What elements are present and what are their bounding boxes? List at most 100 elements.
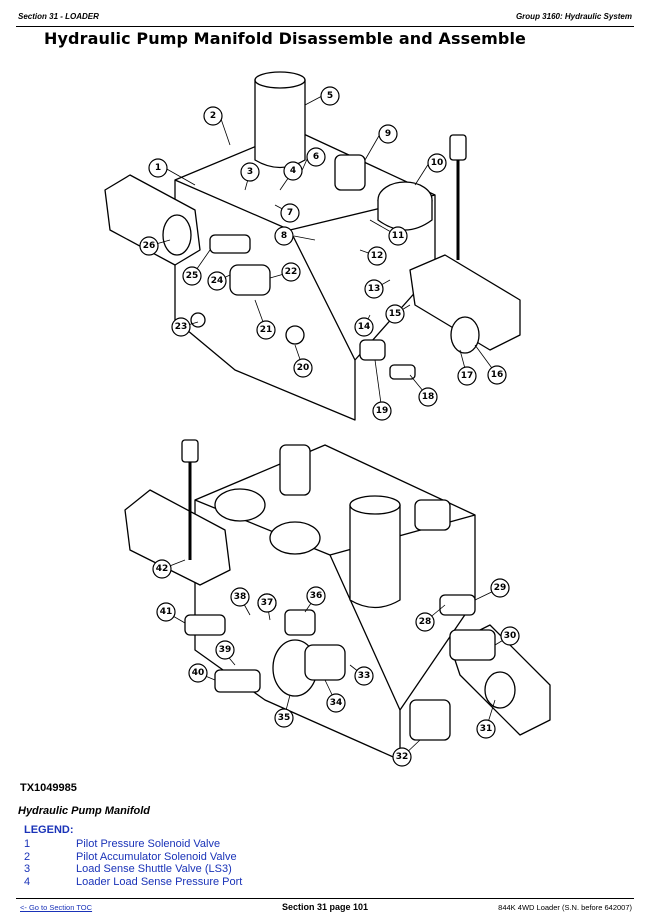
svg-text:7: 7 bbox=[287, 208, 293, 218]
svg-text:6: 6 bbox=[313, 152, 319, 162]
svg-text:20: 20 bbox=[297, 363, 310, 373]
solenoid-end bbox=[162, 214, 192, 256]
callout-11: 11 bbox=[388, 226, 408, 246]
cylinder-bottom-cap bbox=[349, 495, 401, 515]
cap-bottom-2 bbox=[269, 521, 321, 555]
legend-text: Pilot Accumulator Solenoid Valve bbox=[76, 850, 237, 863]
svg-text:32: 32 bbox=[396, 752, 409, 762]
fitting-25 bbox=[209, 234, 251, 254]
figure-caption: Hydraulic Pump Manifold bbox=[18, 805, 151, 817]
page-title: Hydraulic Pump Manifold Disassemble and … bbox=[44, 29, 527, 48]
svg-text:9: 9 bbox=[385, 129, 391, 139]
callout-23: 23 bbox=[171, 317, 191, 337]
svg-text:34: 34 bbox=[330, 698, 343, 708]
callout-18: 18 bbox=[418, 387, 438, 407]
fitting-34 bbox=[304, 644, 346, 681]
callout-30: 30 bbox=[500, 626, 520, 646]
svg-text:42: 42 bbox=[156, 564, 169, 574]
svg-text:25: 25 bbox=[186, 271, 199, 281]
callout-42: 42 bbox=[152, 559, 172, 579]
legend-number: 3 bbox=[24, 863, 31, 875]
group-label: Group 3160: Hydraulic System bbox=[515, 12, 632, 21]
legend-number: 4 bbox=[24, 875, 31, 888]
cylinder-bottom bbox=[349, 504, 401, 609]
page-header: Section 31 - LOADER Group 3160: Hydrauli… bbox=[16, 8, 634, 27]
callout-10: 10 bbox=[427, 153, 447, 173]
fitting-9 bbox=[334, 154, 366, 191]
svg-text:14: 14 bbox=[358, 322, 371, 332]
solenoid-right-top bbox=[409, 254, 521, 351]
callout-37-visible: 37 bbox=[257, 593, 277, 613]
callout-40: 40 bbox=[188, 663, 208, 683]
svg-text:35: 35 bbox=[278, 713, 291, 723]
svg-text:16: 16 bbox=[491, 370, 504, 380]
callout-41: 41 bbox=[156, 602, 176, 622]
callout-28: 28 bbox=[415, 612, 435, 632]
legend-number: 2 bbox=[24, 850, 31, 863]
section-toc-link[interactable]: <- Go to Section TOC bbox=[20, 903, 93, 912]
svg-text:15: 15 bbox=[389, 309, 402, 319]
svg-text:40: 40 bbox=[192, 668, 205, 678]
callout-8: 8 bbox=[274, 226, 294, 246]
svg-text:21: 21 bbox=[260, 325, 273, 335]
fitting-30 bbox=[449, 629, 496, 661]
solenoid-right-bottom-end bbox=[484, 671, 516, 709]
section-label: Section 31 - LOADER bbox=[18, 12, 99, 21]
svg-text:26: 26 bbox=[143, 241, 156, 251]
legend-text: Load Sense Shuttle Valve (LS3) bbox=[76, 863, 232, 875]
cap-10-body bbox=[377, 200, 433, 231]
legend-text: Loader Load Sense Pressure Port bbox=[76, 875, 243, 888]
legend-heading: LEGEND: bbox=[24, 824, 74, 836]
svg-text:18: 18 bbox=[422, 392, 435, 402]
callout-25: 25 bbox=[182, 266, 202, 286]
svg-text:17: 17 bbox=[461, 371, 474, 381]
callout-1: 1 bbox=[148, 158, 168, 178]
svg-text:11: 11 bbox=[392, 231, 405, 241]
svg-text:10: 10 bbox=[431, 158, 444, 168]
svg-text:8: 8 bbox=[281, 231, 287, 241]
callout-4: 4 bbox=[283, 161, 303, 181]
svg-text:19: 19 bbox=[376, 406, 389, 416]
callout-19: 19 bbox=[372, 401, 392, 421]
legend-item: 2 Pilot Accumulator Solenoid Valve bbox=[24, 851, 242, 864]
plug-23 bbox=[190, 312, 206, 328]
svg-text:31: 31 bbox=[480, 724, 493, 734]
sensor-head bbox=[449, 134, 467, 161]
svg-text:1: 1 bbox=[155, 163, 161, 173]
callout-35: 35 bbox=[274, 708, 294, 728]
callout-6: 6 bbox=[306, 147, 326, 167]
callout-31: 31 bbox=[476, 719, 496, 739]
svg-text:13: 13 bbox=[368, 284, 381, 294]
callout-39: 39 bbox=[215, 640, 235, 660]
solenoid-right-end bbox=[450, 316, 480, 354]
svg-text:5: 5 bbox=[327, 91, 333, 101]
cylinder-cap bbox=[254, 71, 306, 89]
callouts-bottom: 27 28 29 30 31 32 33 34 35 36 38 39 40 4… bbox=[152, 559, 520, 767]
page-footer: <- Go to Section TOC Section 31 page 101… bbox=[16, 898, 634, 917]
manifold-illustration: 1 2 3 4 5 6 7 8 9 10 11 12 13 14 15 16 1… bbox=[80, 60, 570, 780]
svg-text:37: 37 bbox=[261, 598, 274, 608]
callout-2: 2 bbox=[203, 106, 223, 126]
callout-22: 22 bbox=[281, 262, 301, 282]
svg-text:41: 41 bbox=[160, 607, 173, 617]
cap-bottom-1 bbox=[214, 488, 266, 522]
cylinder-valve-5 bbox=[254, 79, 306, 169]
svg-text:39: 39 bbox=[219, 645, 232, 655]
callout-12: 12 bbox=[367, 246, 387, 266]
callout-14: 14 bbox=[354, 317, 374, 337]
callout-29: 29 bbox=[490, 578, 510, 598]
callout-34: 34 bbox=[326, 693, 346, 713]
svg-text:22: 22 bbox=[285, 267, 298, 277]
callout-17: 17 bbox=[457, 366, 477, 386]
callout-13: 13 bbox=[364, 279, 384, 299]
page-number: Section 31 page 101 bbox=[281, 902, 369, 912]
sensor-bottom bbox=[279, 444, 311, 496]
svg-text:23: 23 bbox=[175, 322, 188, 332]
svg-text:30: 30 bbox=[504, 631, 517, 641]
svg-text:24: 24 bbox=[211, 276, 224, 286]
callout-38: 38 bbox=[230, 587, 250, 607]
fitting-18 bbox=[389, 364, 416, 380]
callout-21: 21 bbox=[256, 320, 276, 340]
fitting-21 bbox=[229, 264, 271, 296]
